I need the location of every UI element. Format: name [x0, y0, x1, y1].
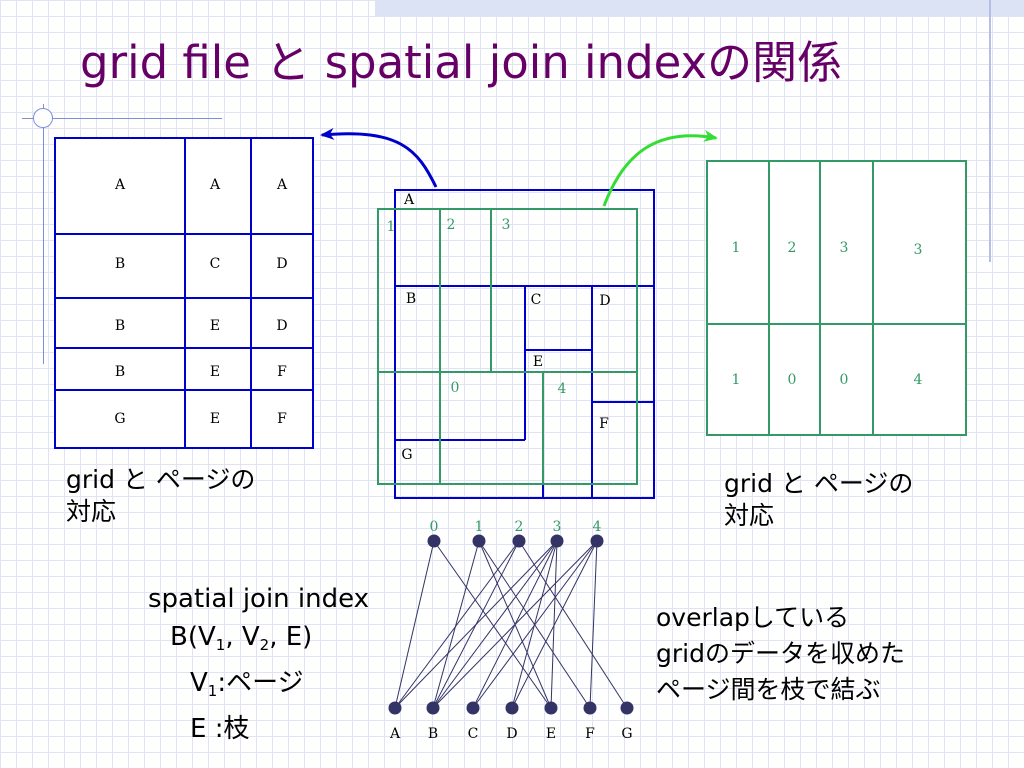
spatial-join-definition: spatial join index B(V1, V2, E) V1:ページ E… [148, 580, 369, 748]
graph-bottom-node-label: F [585, 726, 595, 742]
left-grid-cell-label: F [277, 411, 287, 427]
graph-edge [518, 540, 628, 709]
left-grid-cell-label: E [210, 364, 220, 380]
graph-edge [432, 540, 480, 709]
graph-edge [432, 540, 558, 709]
spatial-join-formula: B(V1, V2, E) [170, 622, 313, 654]
graph-edge [394, 540, 558, 709]
graph-top-node [512, 534, 526, 548]
right-grid-cell-label: 2 [788, 240, 797, 256]
right-grid-cell-label: 0 [840, 372, 849, 388]
graph-bottom-node [505, 701, 519, 715]
decorative-vertical-line [989, 0, 991, 262]
decorative-vertical-line-left [43, 104, 44, 364]
grid-label: 2 [447, 217, 456, 233]
graph-top-node [550, 534, 564, 548]
left-caption: grid と ページの 対応 [66, 464, 255, 528]
graph-top-node-label: 2 [515, 519, 524, 535]
page-label: F [599, 416, 609, 432]
graph-top-node-label: 4 [593, 519, 602, 535]
graph-bottom-node [620, 701, 634, 715]
decorative-circle-icon [33, 108, 53, 128]
graph-bottom-node [466, 701, 480, 715]
right-caption-line-2: 対応 [724, 501, 775, 530]
left-grid-cell-label: D [276, 256, 287, 272]
left-grid-cell-label: A [114, 177, 126, 193]
grid-label: 4 [558, 381, 567, 397]
page-label: C [531, 292, 542, 308]
graph-bottom-node-label: G [621, 726, 632, 742]
left-grid-cell-label: F [277, 364, 287, 380]
graph-edge [472, 540, 598, 709]
left-grid-cell-label: B [115, 256, 125, 272]
left-grid: A A A B C D B E D B E F G E F [54, 137, 314, 449]
center-overlay-figure: A B C D E F G 1 2 3 0 4 [377, 189, 655, 499]
overlap-explanation: overlapしている gridのデータを収めた ページ間を枝で結ぶ [656, 600, 905, 708]
left-grid-cell-label: A [276, 177, 288, 193]
graph-edge [433, 540, 552, 709]
left-grid-cell-label: B [115, 364, 125, 380]
overlap-line-3: ページ間を枝で結ぶ [656, 675, 881, 704]
spatial-join-v1-def: V1:ページ [190, 668, 304, 700]
graph-bottom-node-label: B [428, 726, 438, 742]
right-grid-cell-label: 1 [732, 372, 741, 388]
graph-top-node-label: 0 [430, 519, 439, 535]
page-label: A [403, 192, 415, 208]
left-caption-line-2: 対応 [66, 497, 117, 526]
right-grid-cell-label: 1 [732, 240, 741, 256]
right-grid: 1 2 3 3 1 0 0 4 [706, 160, 967, 436]
left-grid-cell-label: G [114, 411, 125, 427]
left-caption-line-1: grid と ページの [66, 465, 256, 494]
left-grid-cell-label: A [209, 177, 221, 193]
grid-label: 0 [451, 380, 460, 396]
left-grid-cell-label: E [210, 411, 220, 427]
left-grid-cell-label: B [115, 318, 125, 334]
graph-top-node [472, 534, 486, 548]
spatial-join-title: spatial join index [148, 584, 370, 614]
page-label: E [533, 354, 543, 370]
arrow-to-right-grid [602, 129, 718, 207]
graph-top-node-label: 3 [553, 519, 562, 535]
decorative-horizontal-line [22, 118, 222, 119]
right-grid-cell-label: 4 [914, 372, 923, 388]
right-caption-line-1: grid と ページの [724, 469, 914, 498]
graph-top-node-label: 1 [475, 519, 484, 535]
graph-edge [511, 540, 598, 709]
left-grid-cell-label: C [210, 256, 221, 272]
left-grid-cell-label: D [276, 318, 287, 334]
graph-edge [394, 540, 520, 709]
grid-label: 3 [502, 217, 511, 233]
arrow-to-left-grid [320, 127, 438, 188]
left-grid-cell-label: E [210, 318, 220, 334]
overlap-line-1: overlapしている [656, 603, 850, 632]
graph-bottom-node [426, 701, 440, 715]
page-label: G [401, 447, 412, 463]
graph-bottom-node-label: E [546, 726, 556, 742]
graph-bottom-node [583, 701, 597, 715]
graph-bottom-node-label: A [389, 726, 401, 742]
grid-label: 1 [387, 219, 396, 235]
right-caption: grid と ページの 対応 [724, 468, 913, 532]
page-label: B [406, 291, 416, 307]
page-label: D [599, 293, 610, 309]
slide-title: grid file と spatial join indexの関係 [80, 36, 843, 89]
graph-edge [589, 540, 598, 709]
graph-edge [432, 540, 598, 709]
graph-bottom-node [388, 701, 402, 715]
graph-top-node [427, 534, 441, 548]
right-grid-cell-label: 0 [788, 372, 797, 388]
right-grid-cell-label: 3 [914, 242, 923, 258]
graph-bottom-node [544, 701, 558, 715]
decorative-band [375, 0, 1024, 16]
graph-edge [394, 540, 435, 709]
graph-bottom-node-label: C [468, 726, 479, 742]
bipartite-graph: 0 1 2 3 4A B C D E F G [388, 519, 634, 742]
graph-top-node [590, 534, 604, 548]
spatial-join-e-def: E :枝 [190, 714, 250, 744]
right-grid-cell-label: 3 [840, 240, 849, 256]
overlap-line-2: gridのデータを収めた [656, 639, 905, 668]
graph-bottom-node-label: D [506, 726, 517, 742]
